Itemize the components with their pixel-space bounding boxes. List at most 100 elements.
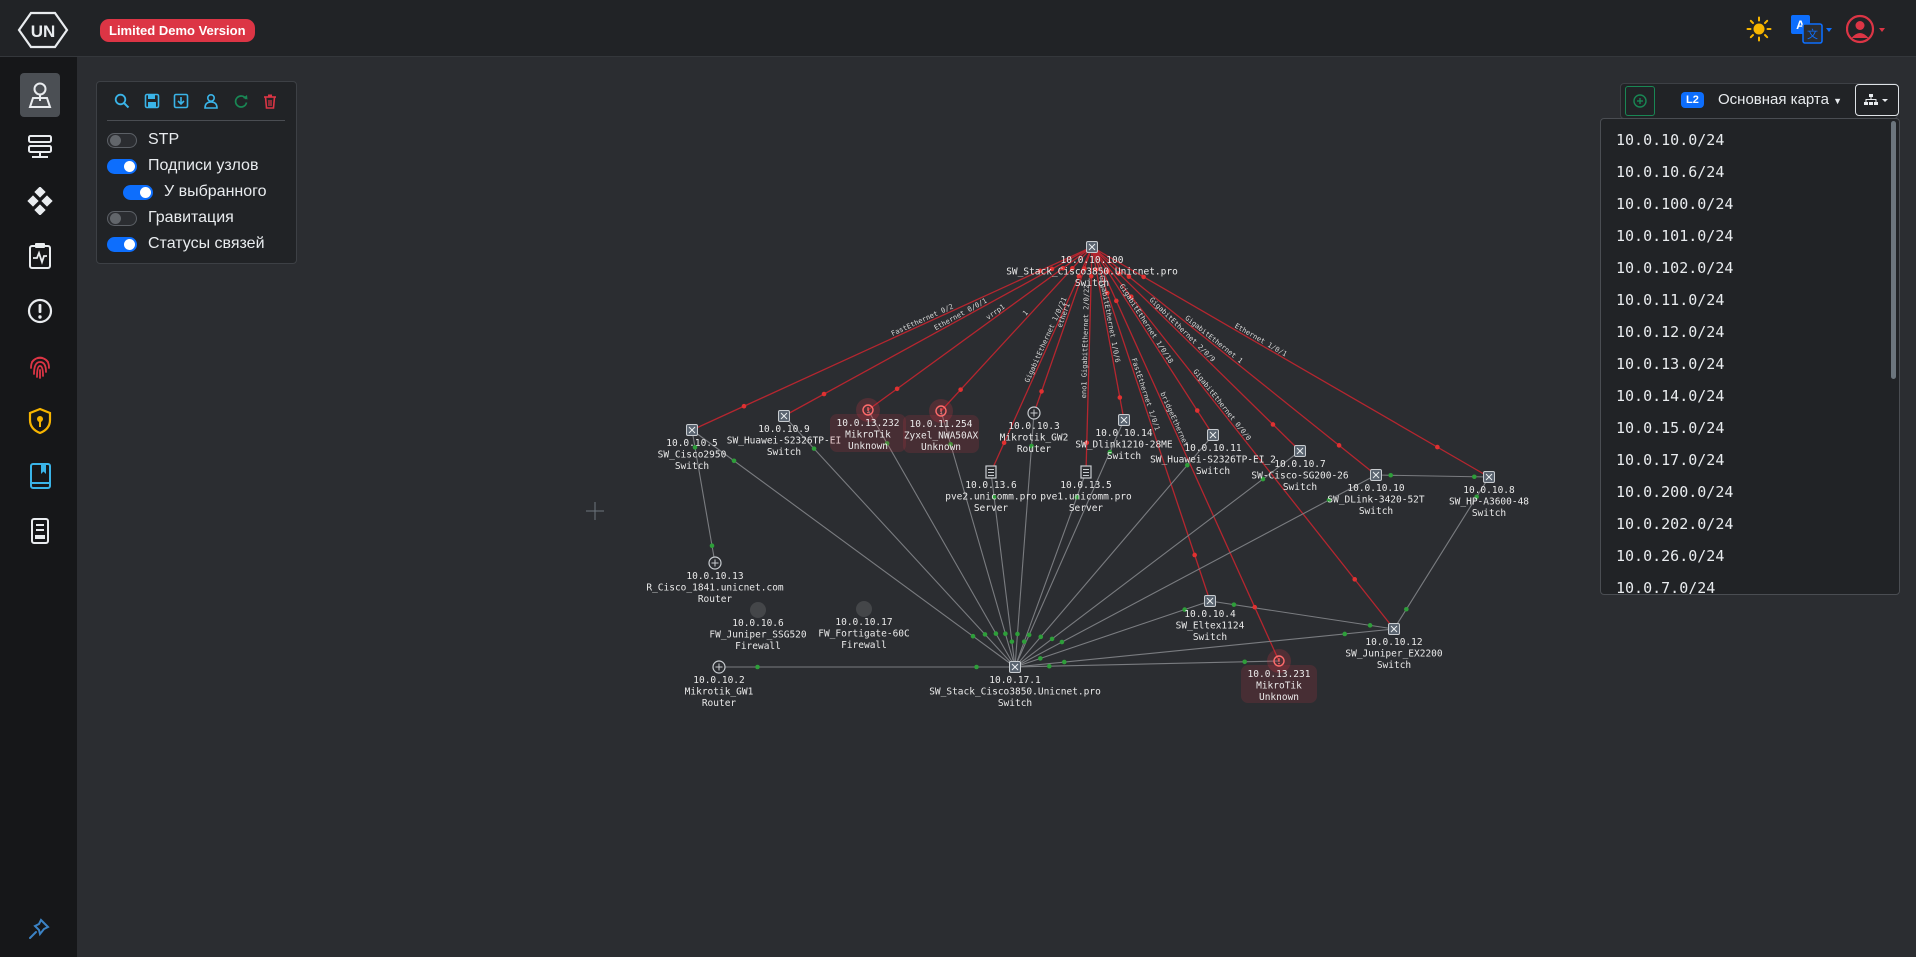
subnet-item[interactable]: 10.0.100.0/24: [1616, 195, 1734, 213]
subnet-item[interactable]: 10.0.10.0/24: [1616, 131, 1725, 149]
sidebar-item-access[interactable]: [20, 399, 60, 443]
stp-switch[interactable]: [107, 132, 137, 148]
subnet-item[interactable]: 10.0.11.0/24: [1616, 291, 1725, 309]
translate-icon[interactable]: A 文: [1790, 14, 1834, 44]
sun-icon[interactable]: [1746, 16, 1772, 42]
subnet-item[interactable]: 10.0.12.0/24: [1616, 323, 1725, 341]
subnet-item[interactable]: 10.0.101.0/24: [1616, 227, 1734, 245]
toggle-stp[interactable]: STP: [107, 131, 179, 149]
subnet-item[interactable]: 10.0.26.0/24: [1616, 547, 1725, 565]
sidebar-item-modules[interactable]: [20, 179, 60, 223]
toggle-node-labels[interactable]: Подписи узлов: [107, 157, 258, 175]
link-line[interactable]: [1091, 246, 1211, 602]
link-line[interactable]: [867, 409, 1016, 668]
node-stack17[interactable]: 10.0.17.1SW_Stack_Cisco3850.Unicnet.proS…: [929, 661, 1101, 710]
subnet-item[interactable]: 10.0.200.0/24: [1616, 483, 1734, 501]
link-line[interactable]: [1091, 246, 1214, 436]
subnet-item[interactable]: 10.0.202.0/24: [1616, 515, 1734, 533]
link-line[interactable]: [940, 410, 1016, 668]
node-core[interactable]: 10.0.10.100SW_Stack_Cisco3850.Unicnet.pr…: [1006, 241, 1178, 290]
pin-icon[interactable]: [27, 917, 51, 941]
sidebar-item-security-scan[interactable]: [20, 344, 60, 388]
subnet-item[interactable]: 10.0.7.0/24: [1616, 579, 1716, 595]
search-icon[interactable]: [107, 90, 137, 112]
trash-icon[interactable]: [255, 90, 285, 112]
un-logo[interactable]: UN: [14, 10, 72, 50]
subnet-item[interactable]: 10.0.17.0/24: [1616, 451, 1725, 469]
link-line[interactable]: [1091, 246, 1395, 630]
link-line[interactable]: [1014, 628, 1395, 668]
selected-only-switch[interactable]: [123, 184, 153, 200]
map-name-dropdown[interactable]: Основная карта ▼: [1718, 91, 1842, 108]
sidebar-item-monitoring[interactable]: [20, 234, 60, 278]
subnet-item[interactable]: 10.0.10.6/24: [1616, 163, 1725, 181]
link-line[interactable]: [1014, 471, 1087, 668]
subnet-item[interactable]: 10.0.15.0/24: [1616, 419, 1725, 437]
user-icon[interactable]: [1846, 14, 1888, 44]
node-labels-switch[interactable]: [107, 158, 137, 174]
link-line[interactable]: [691, 429, 1016, 668]
subnet-item[interactable]: 10.0.13.0/24: [1616, 355, 1725, 373]
link-line[interactable]: [691, 429, 716, 564]
link-line[interactable]: [940, 246, 1093, 412]
save-icon[interactable]: [137, 90, 167, 112]
link-line[interactable]: [1209, 600, 1395, 630]
sidebar-item-docs[interactable]: [20, 454, 60, 498]
link-line[interactable]: [1014, 660, 1280, 668]
link-line[interactable]: [691, 246, 1093, 431]
link-line[interactable]: [1085, 246, 1093, 473]
link-line[interactable]: [783, 415, 1016, 668]
layout-button[interactable]: [1855, 84, 1899, 116]
sidebar-item-alerts[interactable]: [20, 289, 60, 333]
link-line[interactable]: [1014, 474, 1377, 668]
save-as-icon[interactable]: [166, 90, 196, 112]
sidebar-item-network[interactable]: [20, 124, 60, 168]
subnet-item[interactable]: 10.0.14.0/24: [1616, 387, 1725, 405]
scrollbar[interactable]: [1891, 121, 1896, 379]
toggle-selected-only[interactable]: У выбранного: [123, 183, 267, 201]
gravity-switch[interactable]: [107, 210, 137, 226]
link-line[interactable]: [1091, 246, 1301, 452]
link-line[interactable]: [1091, 246, 1280, 662]
link-line[interactable]: [990, 246, 1093, 473]
add-map-button[interactable]: [1625, 86, 1655, 116]
link-status-switch[interactable]: [107, 236, 137, 252]
toggle-gravity[interactable]: Гравитация: [107, 209, 234, 227]
link-line[interactable]: [1091, 246, 1125, 421]
sidebar-item-map[interactable]: [20, 73, 60, 117]
refresh-icon[interactable]: [226, 90, 256, 112]
link-line[interactable]: [1091, 246, 1377, 476]
link-line[interactable]: [990, 471, 1016, 668]
sidebar-item-inventory[interactable]: [20, 509, 60, 553]
subnet-item[interactable]: 10.0.102.0/24: [1616, 259, 1734, 277]
link-line[interactable]: [1091, 246, 1490, 478]
link-line[interactable]: [867, 246, 1093, 411]
link-line[interactable]: [1393, 476, 1490, 630]
toggle-link-status[interactable]: Статусы связей: [107, 235, 265, 253]
link-line[interactable]: [1014, 412, 1035, 668]
link-line[interactable]: [1014, 434, 1214, 668]
user-icon[interactable]: [196, 90, 226, 112]
link-line[interactable]: [1033, 246, 1093, 414]
link-line[interactable]: [1014, 419, 1125, 668]
link-line[interactable]: [783, 246, 1093, 417]
